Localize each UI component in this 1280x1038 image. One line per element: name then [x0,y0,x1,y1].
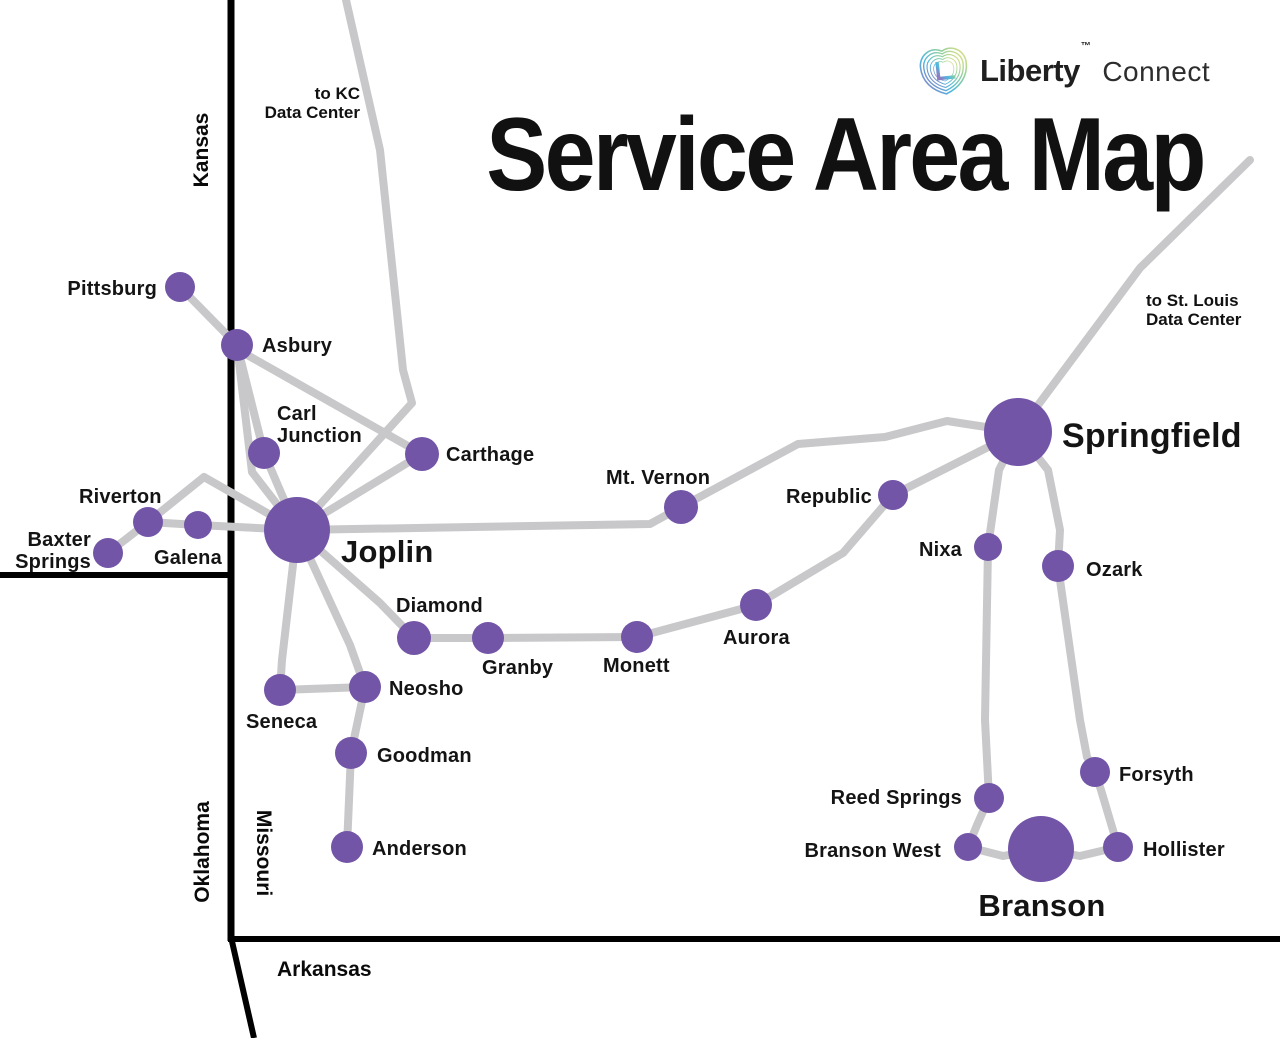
label-carthage: Carthage [446,444,534,466]
node-joplin [264,497,330,563]
node-carthage [405,437,439,471]
annotation-stl-line2: Data Center [1146,310,1242,329]
label-granby: Granby [482,657,554,679]
label-ozark: Ozark [1086,559,1143,581]
node-aurora [740,589,772,621]
node-hollister [1103,832,1133,862]
label-neosho: Neosho [389,678,464,700]
label-asbury: Asbury [262,335,333,357]
annotation-kc-line2: Data Center [264,103,360,122]
node-mt-vernon [664,490,698,524]
page-title: Service Area Map [486,97,1206,213]
node-asbury [221,329,253,361]
node-baxter-springs [93,538,123,568]
node-diamond [397,621,431,655]
label-forsyth: Forsyth [1119,764,1194,786]
label-galena: Galena [154,547,223,569]
label-aurora: Aurora [723,627,790,649]
edge-asbury-carthage [238,348,426,458]
edge-nixa-reed-springs [981,543,993,802]
label-pittsburg: Pittsburg [67,278,157,300]
edge-monett-aurora [633,601,760,641]
annotation-st-louis-data-center: to St. Louis Data Center [1146,291,1241,329]
edge-joplin-springfield [293,417,1022,534]
node-ozark [1042,550,1074,582]
node-pittsburg [165,272,195,302]
state-label-arkansas: Arkansas [277,958,372,981]
node-forsyth [1080,757,1110,787]
liberty-heart-logo-icon [919,47,968,95]
edge-springfield-st-louis-data-center [1014,156,1254,436]
node-carl-junction [248,437,280,469]
annotation-kc-data-center: to KC Data Center [265,84,360,122]
label-diamond: Diamond [396,595,483,617]
label-republic: Republic [786,486,872,508]
logo-brand-text: Liberty [980,53,1080,88]
node-galena [184,511,212,539]
logo-trademark: ™ [1080,41,1091,52]
state-border-arkansas-oklahoma-diagonal [228,936,257,1038]
node-nixa [974,533,1002,561]
state-label-kansas: Kansas [190,112,213,188]
edge-kc-data-center-joplin [293,0,416,534]
node-granby [472,622,504,654]
label-nixa: Nixa [919,539,963,561]
node-seneca [264,674,296,706]
label-anderson: Anderson [372,838,467,860]
edge-aurora-republic [752,491,897,609]
annotation-stl-line1: to St. Louis [1146,291,1239,310]
edge-riverton-joplin [144,473,301,534]
label-branson-west: Branson West [804,840,941,862]
label-mt-vernon: Mt. Vernon [606,467,710,489]
node-anderson [331,831,363,863]
label-hollister: Hollister [1143,839,1225,861]
label-goodman: Goodman [377,745,472,767]
label-joplin: Joplin [341,534,433,569]
node-reed-springs [974,783,1004,813]
node-riverton [133,507,163,537]
label-riverton: Riverton [79,486,162,508]
node-branson [1008,816,1074,882]
edge-granby-monett [484,633,641,642]
edge-ozark-forsyth [1054,562,1099,776]
label-branson: Branson [978,888,1105,923]
state-label-oklahoma: Oklahoma [191,801,214,903]
node-springfield [984,398,1052,466]
node-republic [878,480,908,510]
node-goodman [335,737,367,769]
label-monett: Monett [603,655,670,677]
label-seneca: Seneca [246,711,318,733]
node-neosho [349,671,381,703]
node-monett [621,621,653,653]
annotation-kc-line1: to KC [314,84,360,103]
logo-product-text: Connect [1102,56,1211,87]
label-springfield: Springfield [1062,417,1242,455]
label-reed-springs: Reed Springs [831,787,962,809]
state-label-missouri: Missouri [252,809,275,897]
liberty-connect-logo: Liberty™ Connect [918,41,1211,98]
node-branson-west [954,833,982,861]
